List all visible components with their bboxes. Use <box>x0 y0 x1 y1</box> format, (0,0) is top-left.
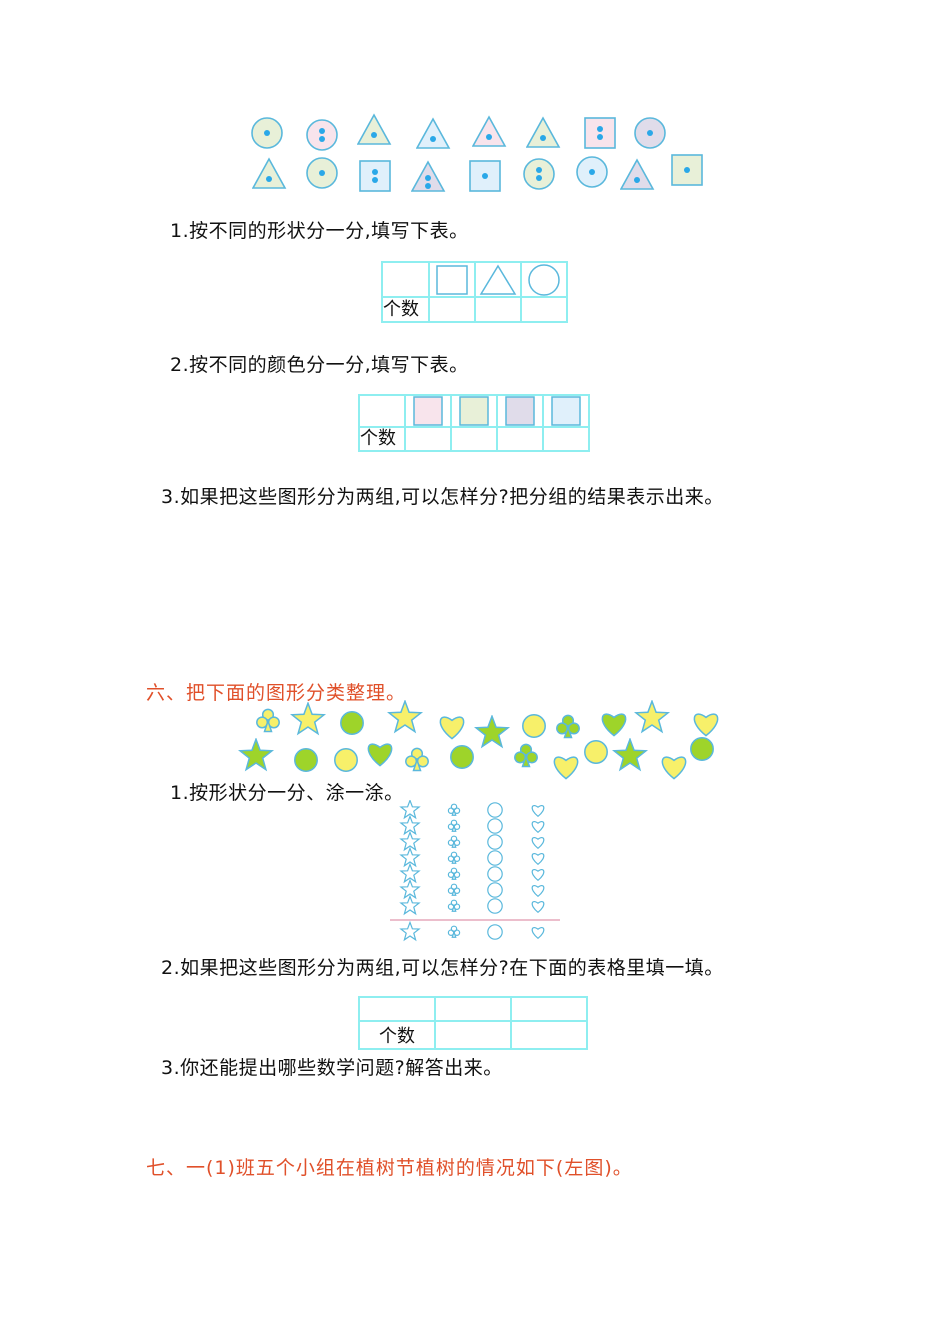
triangle-count-cell[interactable] <box>474 296 522 323</box>
circle-icon <box>251 117 283 149</box>
green-count-cell[interactable] <box>450 426 498 452</box>
square-count-cell[interactable] <box>428 296 476 323</box>
purple-swatch-icon <box>505 396 535 426</box>
triangle-icon <box>416 117 451 149</box>
header-triangle-cell <box>474 261 522 298</box>
header-circle-cell <box>520 261 568 298</box>
triangle-icon <box>357 113 392 145</box>
square-icon <box>359 160 391 192</box>
square-icon <box>671 154 703 186</box>
star-icon <box>474 715 511 749</box>
header-blue-cell <box>542 394 590 428</box>
club-icon <box>405 747 429 772</box>
blue-count-cell[interactable] <box>542 426 590 452</box>
circle-icon <box>634 117 666 149</box>
shape-count-table: 个数 <box>381 261 568 323</box>
header-purple-cell <box>496 394 544 428</box>
square-icon <box>584 117 616 149</box>
question-5-2: 2.按不同的颜色分一分,填写下表。 <box>170 354 469 376</box>
circle-icon <box>294 748 318 772</box>
section-6-title: 六、把下面的图形分类整理。 <box>146 682 407 704</box>
triangle-icon <box>411 160 446 192</box>
circle-icon <box>523 158 555 190</box>
heart-icon <box>553 756 579 780</box>
tally-shapes-icon[interactable] <box>388 800 563 945</box>
heart-icon <box>693 713 719 737</box>
club-icon <box>256 708 280 733</box>
circle-icon <box>522 714 546 738</box>
section-7-title: 七、一(1)班五个小组在植树节植树的情况如下(左图)。 <box>146 1157 633 1179</box>
question-5-3: 3.如果把这些图形分为两组,可以怎样分?把分组的结果表示出来。 <box>161 486 724 508</box>
group-1-header-cell[interactable] <box>434 996 512 1022</box>
star-icon <box>634 700 671 734</box>
star-icon <box>238 738 275 772</box>
club-icon <box>514 743 538 768</box>
blue-swatch-icon <box>551 396 581 426</box>
circle-icon <box>306 119 338 151</box>
circle-count-cell[interactable] <box>520 296 568 323</box>
question-5-1: 1.按不同的形状分一分,填写下表。 <box>170 220 469 242</box>
header-pink-cell <box>404 394 452 428</box>
star-icon <box>612 738 649 772</box>
question-6-3: 3.你还能提出哪些数学问题?解答出来。 <box>161 1057 503 1079</box>
green-swatch-icon <box>459 396 489 426</box>
club-icon <box>556 714 580 739</box>
header-green-cell <box>450 394 498 428</box>
circle-outline-icon <box>528 264 560 296</box>
triangle-outline-icon <box>479 264 517 295</box>
star-icon <box>290 702 327 736</box>
circle-icon <box>690 737 714 761</box>
purple-count-cell[interactable] <box>496 426 544 452</box>
count-row-label: 个数 <box>358 1020 436 1050</box>
triangle-icon <box>252 157 287 189</box>
count-row-label: 个数 <box>381 296 430 323</box>
circle-icon <box>450 745 474 769</box>
triangle-icon <box>472 115 507 147</box>
table-corner-cell <box>358 394 406 428</box>
table-corner-cell <box>381 261 430 298</box>
two-group-table: 个数 <box>358 996 588 1050</box>
heart-icon <box>601 713 627 737</box>
square-icon <box>469 160 501 192</box>
heart-icon <box>439 716 465 740</box>
group-2-count-cell[interactable] <box>510 1020 588 1050</box>
circle-icon <box>306 157 338 189</box>
question-6-1: 1.按形状分一分、涂一涂。 <box>170 782 404 804</box>
color-count-table: 个数 <box>358 394 590 452</box>
header-square-cell <box>428 261 476 298</box>
circle-icon <box>576 156 608 188</box>
pink-count-cell[interactable] <box>404 426 452 452</box>
circle-icon <box>340 711 364 735</box>
star-icon <box>387 700 424 734</box>
pink-swatch-icon <box>413 396 443 426</box>
table-corner-cell <box>358 996 436 1022</box>
square-outline-icon <box>436 265 468 295</box>
count-row-label: 个数 <box>358 426 406 452</box>
triangle-icon <box>526 116 561 148</box>
circle-icon <box>584 740 608 764</box>
heart-icon <box>661 756 687 780</box>
group-2-header-cell[interactable] <box>510 996 588 1022</box>
question-6-2: 2.如果把这些图形分为两组,可以怎样分?在下面的表格里填一填。 <box>161 957 724 979</box>
circle-icon <box>334 748 358 772</box>
heart-icon <box>367 743 393 767</box>
triangle-icon <box>620 158 655 190</box>
group-1-count-cell[interactable] <box>434 1020 512 1050</box>
tally-chart <box>388 800 563 945</box>
